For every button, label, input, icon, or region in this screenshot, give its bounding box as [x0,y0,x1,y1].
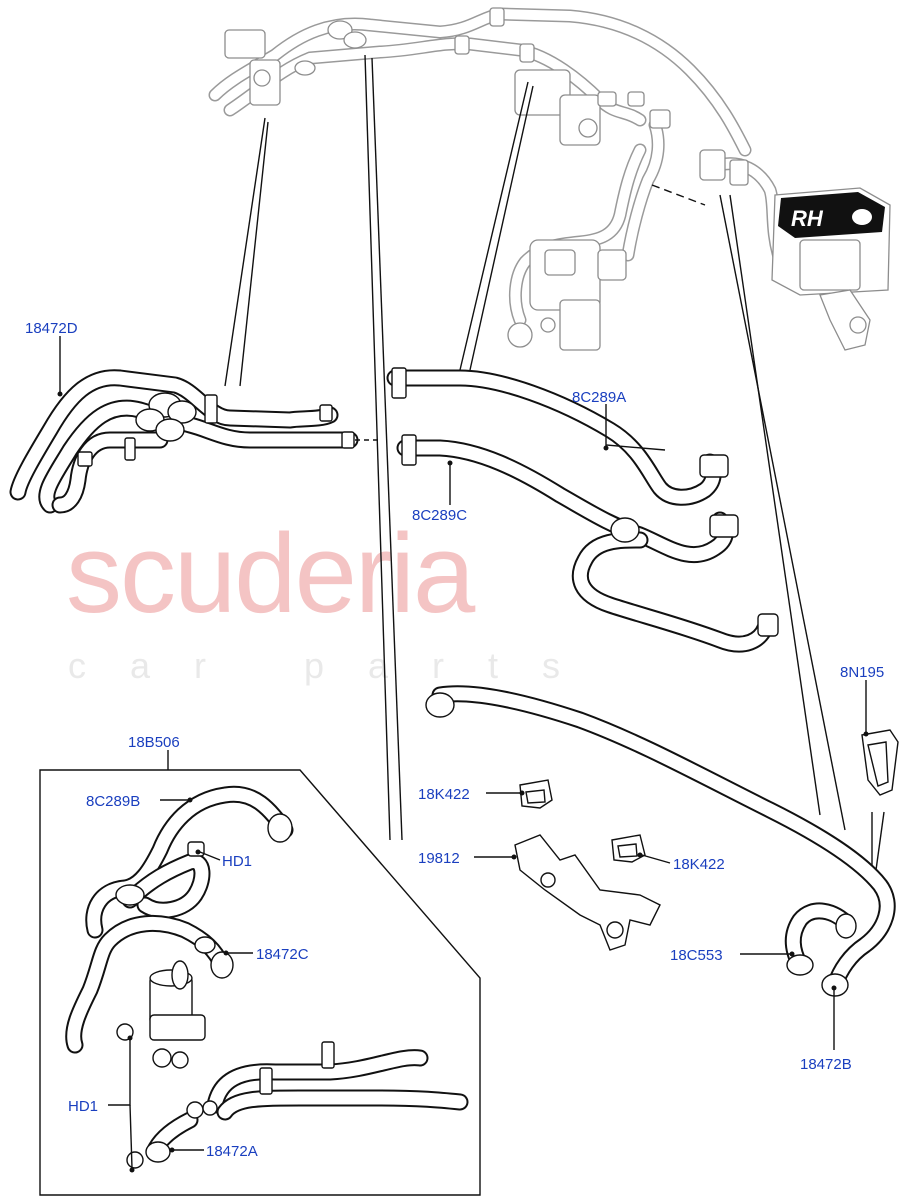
watermark: scuderia car parts [66,511,604,686]
callout-18c553[interactable]: 18C553 [670,947,723,964]
callout-19812[interactable]: 19812 [418,850,460,867]
hose-8c289c [396,434,779,653]
hose-8c289a [386,367,729,506]
callout-18472d[interactable]: 18472D [25,320,78,337]
callout-8c289c[interactable]: 8C289C [412,507,467,524]
clip-18k422-left [519,779,553,809]
watermark-tagline: car parts [68,645,604,686]
callout-18472a[interactable]: 18472A [206,1143,258,1160]
callout-8c289b[interactable]: 8C289B [86,793,140,810]
clip-8n195 [861,729,899,796]
bracket-19812 [514,834,661,951]
watermark-brand: scuderia [66,511,476,636]
callout-hd1-top[interactable]: HD1 [222,853,252,870]
hose-18472b [425,685,896,997]
engine-block-label: RH [791,206,824,231]
callout-8c289a[interactable]: 8C289A [572,389,626,406]
callout-labels: 18472D 8C289A 8C289C 18B506 8C289B HD1 1… [25,320,884,1160]
hose-18c553 [784,902,857,976]
callout-8n195[interactable]: 8N195 [840,664,884,681]
hose-assembly-18472d [9,369,359,514]
callout-18k422-right[interactable]: 18K422 [673,856,725,873]
installed-assembly-overview: RH [208,7,891,351]
callout-18k422-left[interactable]: 18K422 [418,786,470,803]
overview-leader-lines [224,54,885,871]
callout-18b506[interactable]: 18B506 [128,734,180,751]
kit-box-18b506 [39,769,481,1196]
clip-18k422-right [611,834,646,863]
callout-leaders [57,336,869,1173]
callout-hd1-bottom[interactable]: HD1 [68,1098,98,1115]
callout-18472c[interactable]: 18472C [256,946,309,963]
callout-18472b[interactable]: 18472B [800,1056,852,1073]
